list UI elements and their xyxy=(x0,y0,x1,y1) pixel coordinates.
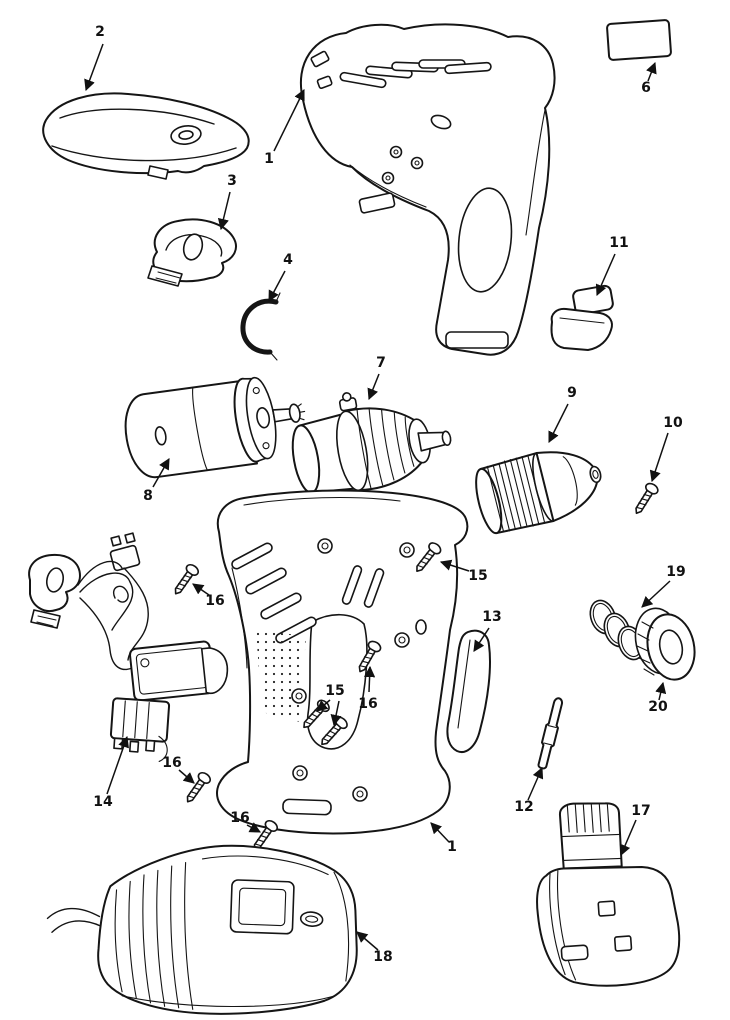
part-1-upper-housing xyxy=(299,23,556,356)
part-7-gearbox xyxy=(291,392,452,494)
part-8-motor xyxy=(124,376,306,479)
callout-16-a: 16 xyxy=(205,593,224,609)
part-12-bit xyxy=(537,697,564,770)
part-10-screw xyxy=(630,480,661,518)
callout-8: 8 xyxy=(143,488,153,504)
part-13-strip xyxy=(446,629,491,753)
callout-14: 14 xyxy=(93,794,113,810)
part-11-button xyxy=(550,284,614,351)
callout-1-top: 1 xyxy=(264,151,274,167)
leader-lines xyxy=(84,43,671,951)
callout-10: 10 xyxy=(663,415,683,431)
callout-7: 7 xyxy=(376,355,386,371)
part-17-battery xyxy=(536,802,681,987)
callout-6: 6 xyxy=(641,80,651,96)
callout-2: 2 xyxy=(95,24,105,40)
callout-16-c: 16 xyxy=(162,755,181,771)
screw-16-a xyxy=(169,561,202,599)
callout-labels: 2 1 6 3 4 11 7 9 10 8 15 16 13 19 14 15 … xyxy=(93,24,685,965)
part-4-spring-clip xyxy=(240,292,281,361)
part-9-chuck xyxy=(475,451,602,535)
part-14-switch-assembly xyxy=(28,532,229,762)
callout-19: 19 xyxy=(666,564,685,580)
callout-12: 12 xyxy=(514,799,533,815)
part-6-label xyxy=(606,19,672,61)
callout-4: 4 xyxy=(283,252,293,268)
callout-15-mid: 15 xyxy=(325,683,344,699)
callout-11: 11 xyxy=(609,235,628,251)
part-3-clamp xyxy=(147,218,237,287)
callout-3: 3 xyxy=(227,173,237,189)
callout-17: 17 xyxy=(631,803,650,819)
callout-1-bottom: 1 xyxy=(447,839,457,855)
part-2-top-cover xyxy=(42,92,250,180)
callout-15-top: 15 xyxy=(468,568,487,584)
part-20-collar xyxy=(634,607,696,681)
grip-texture xyxy=(256,630,306,722)
callout-9: 9 xyxy=(567,385,577,401)
part-18-charger xyxy=(46,844,358,1015)
callout-18: 18 xyxy=(373,949,392,965)
callout-16-b: 16 xyxy=(358,696,377,712)
callout-16-d: 16 xyxy=(230,810,249,826)
callout-13: 13 xyxy=(482,609,501,625)
part-19-o-rings xyxy=(589,599,645,661)
part-1-lower-housing xyxy=(216,489,469,835)
callout-20: 20 xyxy=(648,699,668,715)
